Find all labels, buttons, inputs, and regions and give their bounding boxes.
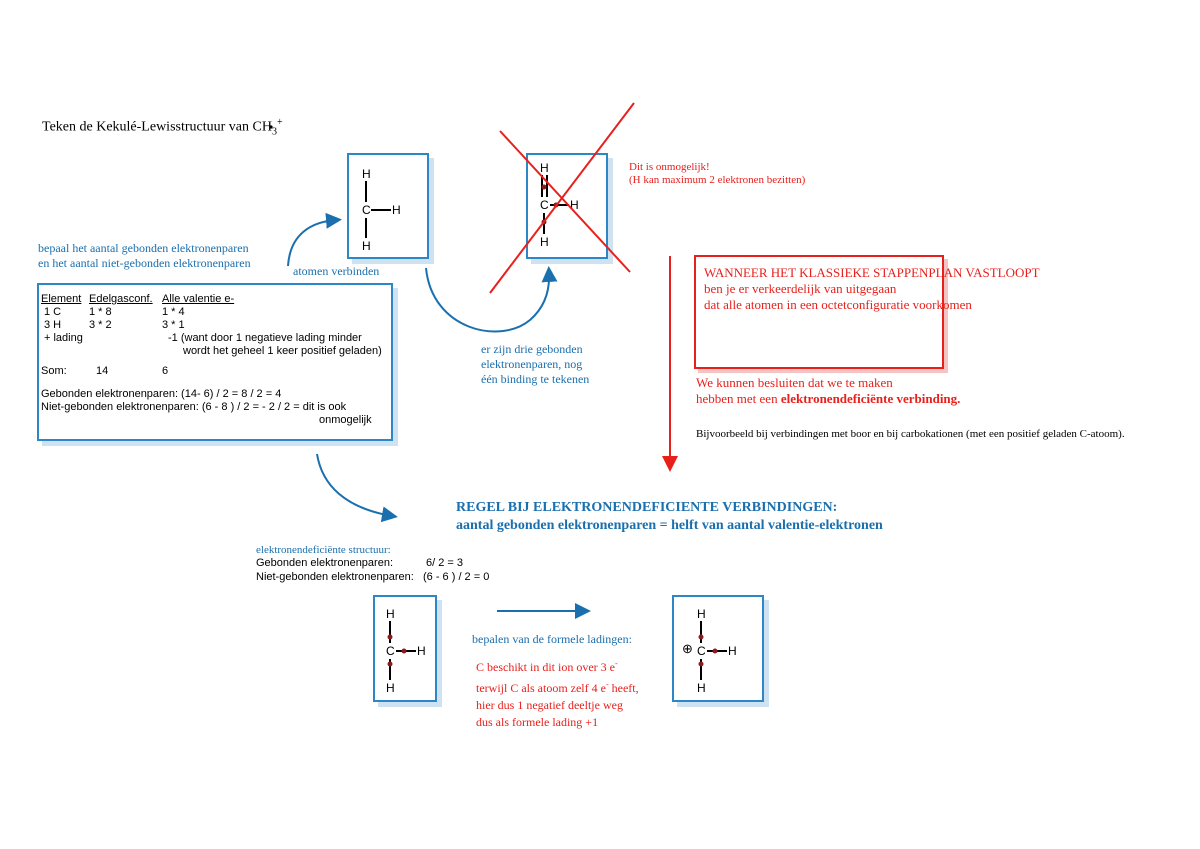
left-note-line1: bepaal het aantal gebonden elektronenpar… <box>38 241 249 255</box>
atom-h: H <box>392 203 401 217</box>
bonds-structure-1 <box>365 181 391 238</box>
electron-dots-structure-4 <box>698 634 718 667</box>
rule-text: REGEL BIJ ELEKTRONENDEFICIENTE VERBINDIN… <box>456 500 883 533</box>
cross-out-icon <box>489 102 635 294</box>
arrow-to-rule <box>316 453 398 523</box>
positive-charge-icon: ⊕ <box>682 641 693 656</box>
three-pairs-note: er zijn drie gebonden elektronenparen, n… <box>481 342 590 386</box>
page-title: Teken de Kekulé-Lewisstructuur van CH3+ <box>42 117 283 137</box>
atom-c: C <box>386 644 395 658</box>
structure-box-3 <box>373 595 437 702</box>
table-header-element: Element <box>41 293 82 305</box>
table-header-edelgas: Edelgasconf. <box>89 293 153 305</box>
title-subscript: 3 <box>271 126 277 138</box>
bonded-pairs-calc: Gebonden elektronenparen: (14- 6) / 2 = … <box>41 388 282 400</box>
atom-h: H <box>540 161 549 175</box>
conclusion-bold: elektronendeficiënte verbinding. <box>780 391 961 406</box>
atom-h: H <box>362 239 371 253</box>
title-superscript: + <box>276 117 283 128</box>
arrow-to-crossed-structure <box>425 266 558 333</box>
nonbonded-pairs-calc: Niet-gebonden elektronenparen: (6 - 8 ) … <box>41 401 347 413</box>
atom-h: H <box>386 607 395 621</box>
arrow-connect-atoms <box>287 212 342 267</box>
atom-h: H <box>570 198 579 212</box>
atom-h: H <box>362 167 371 181</box>
structure-box-1 <box>347 153 429 259</box>
deficient-heading: elektronendeficiënte structuur: <box>256 544 391 556</box>
atom-h: H <box>697 681 706 695</box>
valence-table-box <box>37 283 393 441</box>
atom-c: C <box>697 644 706 658</box>
title-dot <box>269 125 273 129</box>
table-header-valentie: Alle valentie e- <box>162 293 235 305</box>
example-text: Bijvoorbeeld bij verbindingen met boor e… <box>696 428 1125 440</box>
atom-h: H <box>386 681 395 695</box>
atom-c: C <box>540 198 549 212</box>
warning-box <box>694 255 944 369</box>
title-formula: CH <box>252 119 272 135</box>
atom-h: H <box>728 644 737 658</box>
conclusion-text: We kunnen besluiten dat we te maken hebb… <box>696 375 961 406</box>
formal-charge-text: C beschikt in dit ion over 3 e- terwijl … <box>476 659 639 729</box>
left-note-line2: en het aantal niet-gebonden elektronenpa… <box>38 256 251 270</box>
electron-dots-structure-3 <box>387 634 407 667</box>
structure-box-4 <box>672 595 764 702</box>
warning-text: WANNEER HET KLASSIEKE STAPPENPLAN VASTLO… <box>704 265 1040 312</box>
title-text: Teken de Kekulé-Lewisstructuur van <box>42 119 253 135</box>
deficient-structure-text: elektronendeficiënte structuur: Gebonden… <box>256 544 516 589</box>
formal-charge-title: bepalen van de formele ladingen: <box>472 632 632 646</box>
connect-atoms-label: atomen verbinden <box>293 264 380 278</box>
atom-c: C <box>362 203 371 217</box>
atom-h: H <box>697 607 706 621</box>
atom-h: H <box>417 644 426 658</box>
left-note: bepaal het aantal gebonden elektronenpar… <box>38 241 251 271</box>
atom-h: H <box>540 235 549 249</box>
impossible-note: Dit is onmogelijk! (H kan maximum 2 elek… <box>629 161 806 186</box>
